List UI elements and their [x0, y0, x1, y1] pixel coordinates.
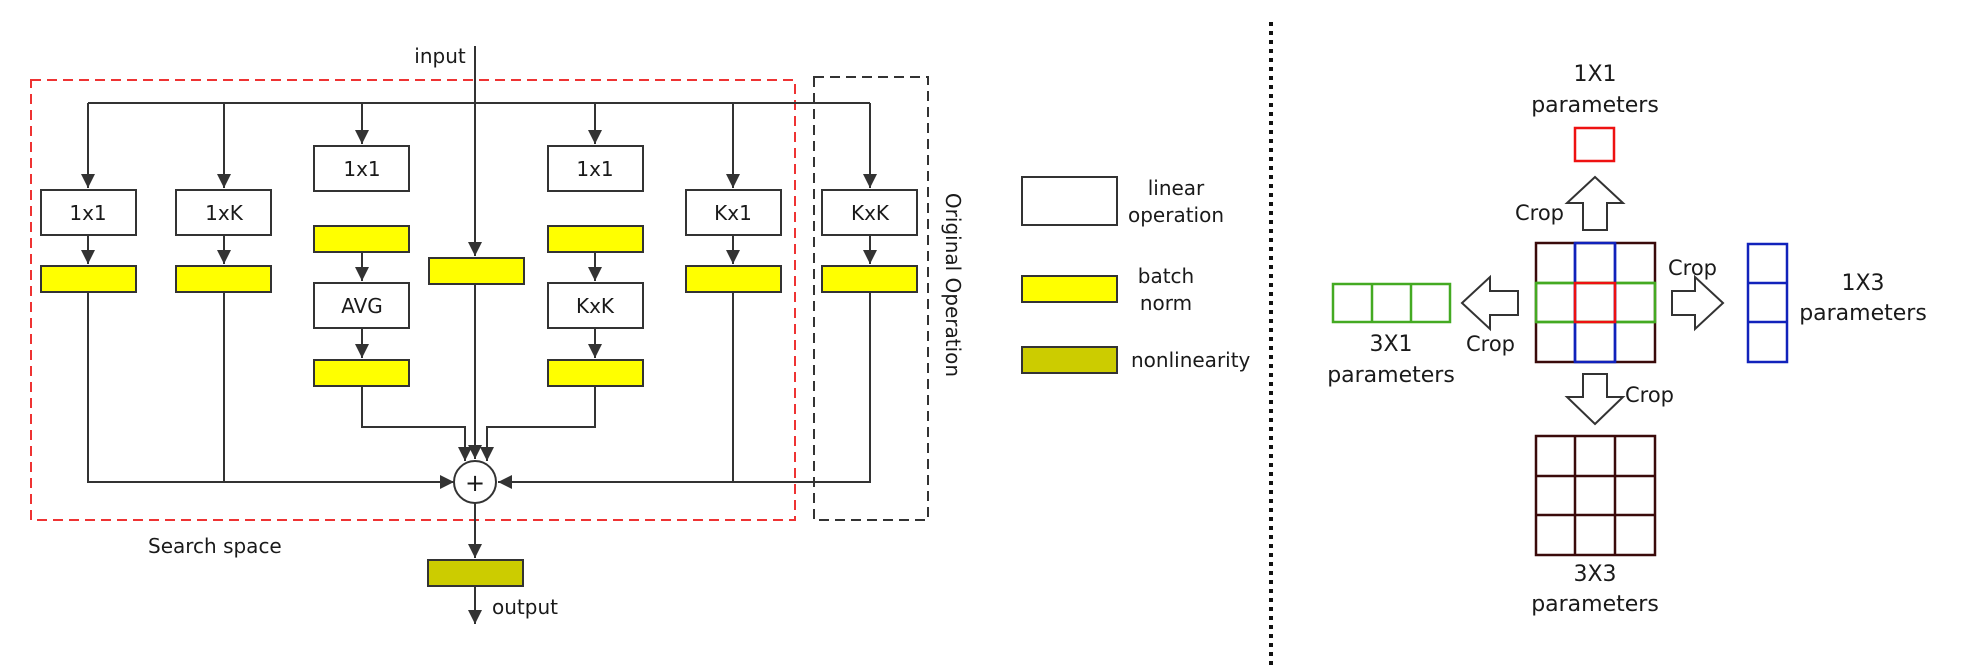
top-1x1-kernel — [1573, 126, 1616, 163]
b5-conv-kxk-box — [547, 282, 644, 329]
legend-linear-swatch — [1021, 176, 1118, 226]
crop-left-arrow — [1460, 274, 1519, 332]
search-space-border — [30, 79, 796, 521]
crop-down-arrow — [1564, 373, 1626, 426]
conv-kx1-label: Kx1 — [714, 201, 752, 225]
crop-left-label: Crop — [1466, 332, 1515, 356]
right-1x3-kernel — [1746, 242, 1789, 364]
right-title-line1: 1X3 — [1841, 271, 1884, 296]
output-nonlinearity — [427, 559, 524, 587]
top-title-line1: 1X1 — [1573, 62, 1616, 87]
right-title-line2: parameters — [1799, 301, 1927, 326]
legend-nonlinearity-swatch — [1021, 346, 1118, 374]
search-space-region — [30, 76, 929, 521]
crop-right-label: Crop — [1668, 256, 1717, 280]
b5-batch-norm-1 — [547, 225, 644, 253]
b3-batch-norm-2 — [313, 359, 410, 387]
b6-batch-norm — [685, 265, 782, 293]
identity-batch-norm — [428, 257, 525, 285]
legend-linear-line2: operation — [1128, 203, 1224, 227]
original-operation-border — [813, 76, 929, 521]
legend-bn-line2: norm — [1140, 291, 1192, 315]
b3-to-sum — [361, 386, 472, 461]
b7-to-sum — [498, 292, 871, 489]
legend-bn-swatch — [1021, 275, 1118, 303]
top-title-line2: parameters — [1531, 93, 1659, 118]
conv-1x1-label: 1x1 — [69, 201, 106, 225]
conv-kxk-box — [821, 189, 918, 236]
avg-pool-label: AVG — [341, 294, 383, 318]
b1-batch-norm — [40, 265, 137, 293]
conv-1xk-label: 1xK — [205, 201, 244, 225]
crop-down-label: Crop — [1625, 383, 1674, 407]
b3-batch-norm-1 — [313, 225, 410, 253]
b3-conv-1x1-box — [313, 145, 410, 192]
legend-linear-line1: linear — [1148, 176, 1205, 200]
center-kernel-highlight — [1573, 281, 1617, 324]
b5-conv-kxk-label: KxK — [576, 294, 615, 318]
search-space-label: Search space — [148, 534, 282, 558]
input-label: input — [414, 44, 466, 68]
legend-bn-line1: batch — [1138, 264, 1194, 288]
b2-batch-norm — [175, 265, 272, 293]
crop-up-arrow — [1564, 175, 1626, 231]
b5-conv-1x1-label: 1x1 — [576, 157, 613, 181]
b7-batch-norm — [821, 265, 918, 293]
conv-kxk-label: KxK — [851, 201, 890, 225]
legend-nonlinearity-label: nonlinearity — [1131, 348, 1251, 372]
left-3x1-kernel — [1331, 282, 1452, 324]
bottom-title-line1: 3X3 — [1573, 562, 1616, 587]
b1-to-sum — [87, 292, 454, 489]
sum-symbol: + — [465, 469, 485, 497]
b5-batch-norm-2 — [547, 359, 644, 387]
legend: linear operation batch norm nonlinearity — [1021, 176, 1251, 374]
vertical-kernel-overlay — [1573, 241, 1617, 364]
output-label: output — [492, 595, 558, 619]
center-kernel-outline — [1534, 241, 1657, 364]
horizontal-kernel-overlay — [1534, 281, 1657, 324]
crop-up-label: Crop — [1515, 201, 1564, 225]
b5-conv-1x1-box — [547, 145, 644, 192]
crop-right-arrow — [1671, 274, 1725, 332]
crop-illustration: 1X1 parameters Crop 3X1 parameters Crop … — [1327, 62, 1927, 617]
left-title-line1: 3X1 — [1369, 332, 1412, 357]
b3-conv-1x1-label: 1x1 — [343, 157, 380, 181]
b5-to-sum — [480, 386, 596, 461]
bottom-3x3-kernel — [1534, 434, 1657, 557]
bottom-title-line2: parameters — [1531, 592, 1659, 617]
left-title-line2: parameters — [1327, 363, 1455, 388]
original-operation-label: Original Operation — [941, 193, 965, 377]
